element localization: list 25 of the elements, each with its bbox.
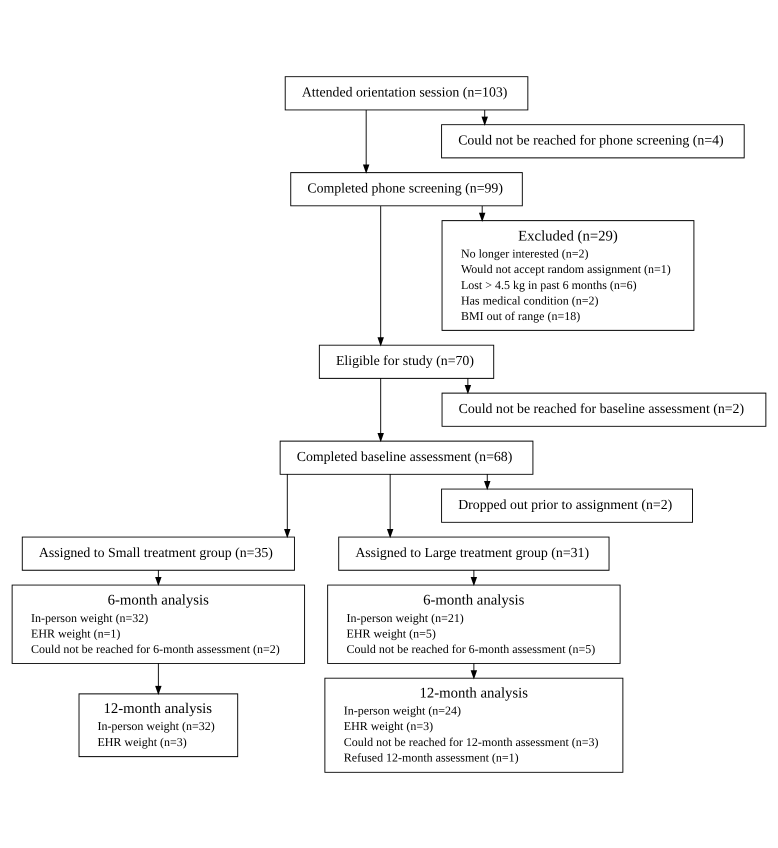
arrow bbox=[464, 378, 472, 394]
arrow bbox=[155, 662, 162, 695]
node-box: 6-month analysis In-person weight (n=32) EHR weight (n=1) Could not be reached for 6-month assessment (n=2) bbox=[12, 584, 306, 664]
node-box: 12-month analysis In-person weight (n=32) EHR weight (n=3) bbox=[78, 692, 238, 757]
node-box: Dropped out prior to assignment (n=2) bbox=[441, 488, 693, 522]
arrow bbox=[377, 205, 384, 346]
arrow bbox=[377, 378, 384, 442]
node-box: 12-month analysis In-person weight (n=24) EHR weight (n=3) Could not be reached for 12-month assessment (n=3) Refused 12-month assessment (n=1) bbox=[324, 677, 624, 772]
arrow bbox=[362, 109, 370, 174]
node-box: Could not be reached for baseline assessment (n=2) bbox=[442, 392, 766, 426]
node-box: Attended orientation session (n=103) bbox=[284, 76, 528, 110]
node-box: Completed baseline assessment (n=68) bbox=[280, 440, 534, 474]
node-box: Eligible for study (n=70) bbox=[318, 344, 494, 378]
arrow bbox=[478, 204, 486, 222]
node-box: Assigned to Small treatment group (n=35) bbox=[22, 536, 295, 570]
arrow bbox=[155, 569, 162, 586]
node-box: Excluded (n=29) No longer interested (n=2) Would not accept random assignment (n=1) Lost > 4.5 kg in past 6 months (n=6) Has medical condition (n=2) BMI out of range (n=18) bbox=[442, 220, 694, 330]
arrow bbox=[470, 569, 478, 586]
arrow bbox=[284, 473, 291, 538]
node-box: Assigned to Large treatment group (n=31) bbox=[338, 536, 610, 570]
arrow bbox=[470, 662, 478, 680]
node-box: 6-month analysis In-person weight (n=21) EHR weight (n=5) Could not be reached for 6-month assessment (n=5) bbox=[327, 584, 621, 664]
node-box: Could not be reached for phone screening (n=4) bbox=[441, 124, 745, 158]
node-box: Completed phone screening (n=99) bbox=[290, 172, 523, 206]
arrow bbox=[386, 473, 394, 538]
